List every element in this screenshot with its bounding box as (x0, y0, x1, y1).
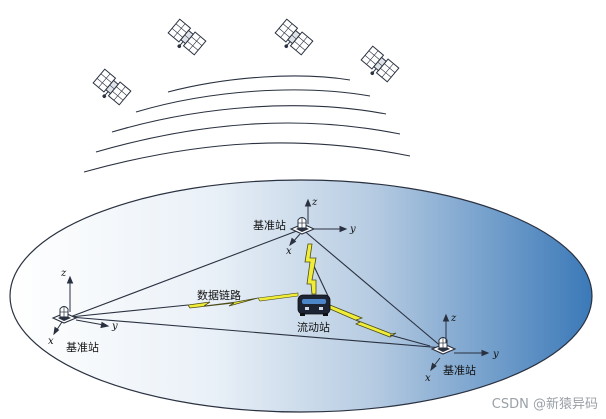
satellite-3-icon (89, 68, 132, 109)
axes-right (430, 313, 490, 372)
rover-station-label: 流动站 (297, 320, 330, 334)
satellite-2-icon (271, 18, 314, 59)
axis-x-right: x (425, 373, 431, 384)
signal-arcs (83, 75, 411, 173)
data-link-top-icon (304, 243, 317, 295)
data-link-left-tail (257, 292, 299, 302)
base-station-right-label: 基准站 (443, 363, 476, 377)
axes-left (53, 275, 110, 336)
axis-z-left: z (60, 268, 67, 279)
base-station-left-label: 基准站 (66, 340, 99, 354)
axis-x-left: x (48, 336, 54, 347)
rover-vehicle-icon (297, 294, 331, 316)
base-station-top-label: 基准站 (253, 218, 286, 232)
data-link-right-icon (329, 304, 397, 338)
axis-z-right: z (450, 313, 457, 324)
axis-z-top: z (311, 197, 318, 208)
axis-y-top: y (349, 224, 356, 235)
satellite-4-icon (357, 45, 400, 86)
axis-y-right: y (492, 349, 499, 360)
watermark: CSDN @新猿异码 (492, 396, 598, 412)
axis-x-top: x (286, 246, 292, 257)
satellite-1-icon (164, 18, 207, 59)
data-link-label: 数据链路 (197, 288, 241, 302)
axes-top (289, 198, 348, 247)
baselines (69, 228, 444, 349)
axis-y-left: y (111, 321, 118, 332)
